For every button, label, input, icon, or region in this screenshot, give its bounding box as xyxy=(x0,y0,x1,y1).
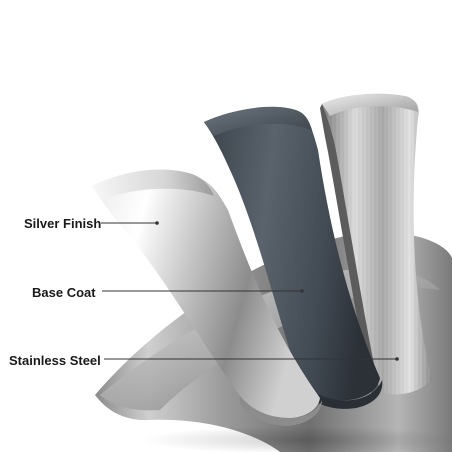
leader-dot-stainless-steel xyxy=(395,357,399,361)
stainless-steel-layer xyxy=(320,93,432,396)
label-stainless-steel: Stainless Steel xyxy=(9,353,101,368)
leader-dot-base-coat xyxy=(300,289,304,293)
silver-strip-body xyxy=(92,170,320,419)
silver-strip-top-curl xyxy=(92,169,214,200)
steel-strip-brush xyxy=(322,95,432,395)
steel-strip-edge xyxy=(320,104,380,396)
silver-strip-lower-lip xyxy=(240,396,322,426)
silver-finish-layer xyxy=(92,169,322,426)
leader-dot-silver-finish xyxy=(155,221,159,225)
base-strip-top-curl xyxy=(204,106,312,136)
steel-strip-top-curl xyxy=(322,93,418,116)
base-strip-body xyxy=(204,107,380,401)
leader-lines xyxy=(101,221,399,361)
ring-shadow xyxy=(140,426,452,452)
label-silver-finish: Silver Finish xyxy=(24,216,102,231)
base-coat-layer xyxy=(204,106,383,409)
ring-inner-surface xyxy=(100,268,440,411)
base-strip-lower-lip xyxy=(300,380,383,409)
label-base-coat: Base Coat xyxy=(32,285,96,300)
